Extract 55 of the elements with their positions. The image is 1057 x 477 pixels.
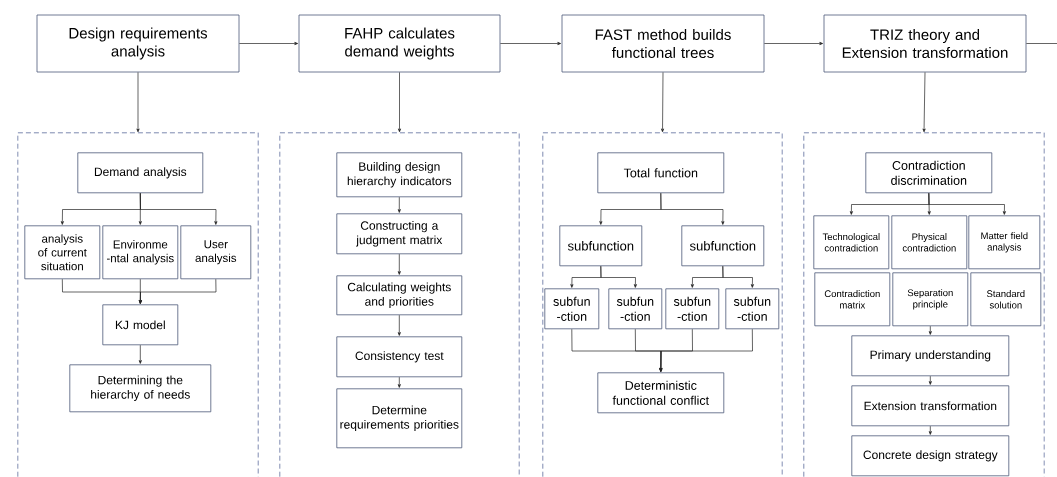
process-box: FAST method builds functional trees	[561, 14, 765, 73]
arrow	[397, 72, 402, 133]
process-box: Concrete design strategy	[851, 435, 1010, 477]
process-box: Demand analysis	[77, 152, 204, 194]
process-box: Technological contradiction	[813, 215, 890, 270]
arrow	[722, 265, 754, 288]
process-box: Environme -ntal analysis	[102, 225, 179, 280]
process-box: Physical contradiction	[891, 215, 968, 270]
process-box: TRIZ theory and Extension transformation	[823, 14, 1027, 73]
arrow	[397, 314, 401, 336]
arrow	[928, 375, 932, 385]
process-box: Determining the hierarchy of needs	[69, 364, 212, 413]
process-box: Building design hierarchy indicators	[336, 152, 463, 198]
process-box: analysis of current situation	[24, 225, 101, 280]
process-box: Primary understanding	[851, 335, 1010, 377]
arrow	[139, 192, 218, 225]
process-box: FAHP calculates demand weights	[298, 14, 501, 73]
process-box: subfunction	[559, 225, 643, 267]
arrow	[138, 278, 217, 304]
process-box: subfun -ction	[544, 288, 600, 330]
arrow	[661, 72, 665, 133]
process-box: subfun -ction	[725, 288, 780, 330]
process-box: Contradiction matrix	[814, 272, 891, 327]
arrow	[397, 376, 401, 388]
process-box: Constructing a judgment matrix	[336, 213, 463, 255]
process-box: Design requirements analysis	[36, 14, 240, 73]
process-box: Total function	[597, 152, 725, 194]
arrow	[928, 192, 1006, 215]
process-box: Consistency test	[336, 336, 463, 378]
process-box: Standard solution	[970, 272, 1042, 327]
process-box: Determine requirements priorities	[336, 388, 463, 449]
arrow	[600, 265, 637, 288]
process-box: KJ model	[102, 304, 179, 346]
process-box: subfunction	[681, 225, 765, 267]
arrow	[922, 72, 926, 133]
arrow	[239, 41, 298, 46]
arrow	[928, 325, 932, 335]
process-box: subfun -ction	[608, 288, 663, 330]
arrow	[659, 328, 753, 372]
process-box: Separation principle	[892, 272, 969, 327]
arrow	[397, 253, 401, 275]
process-box: User analysis	[180, 225, 252, 280]
process-box: Matter field analysis	[968, 215, 1041, 270]
arrow	[138, 344, 142, 364]
arrow	[928, 425, 932, 435]
arrow	[136, 72, 140, 133]
process-box: Extension transformation	[851, 385, 1010, 427]
arrow	[500, 41, 561, 46]
arrow	[764, 41, 823, 46]
process-box: Calculating weights and priorities	[336, 275, 463, 316]
process-box: subfun -ction	[665, 288, 720, 330]
process-box: Deterministic functional conflict	[597, 372, 725, 414]
arrow	[660, 192, 725, 225]
arrow	[397, 196, 401, 213]
process-box: Contradiction discrimination	[865, 152, 993, 194]
